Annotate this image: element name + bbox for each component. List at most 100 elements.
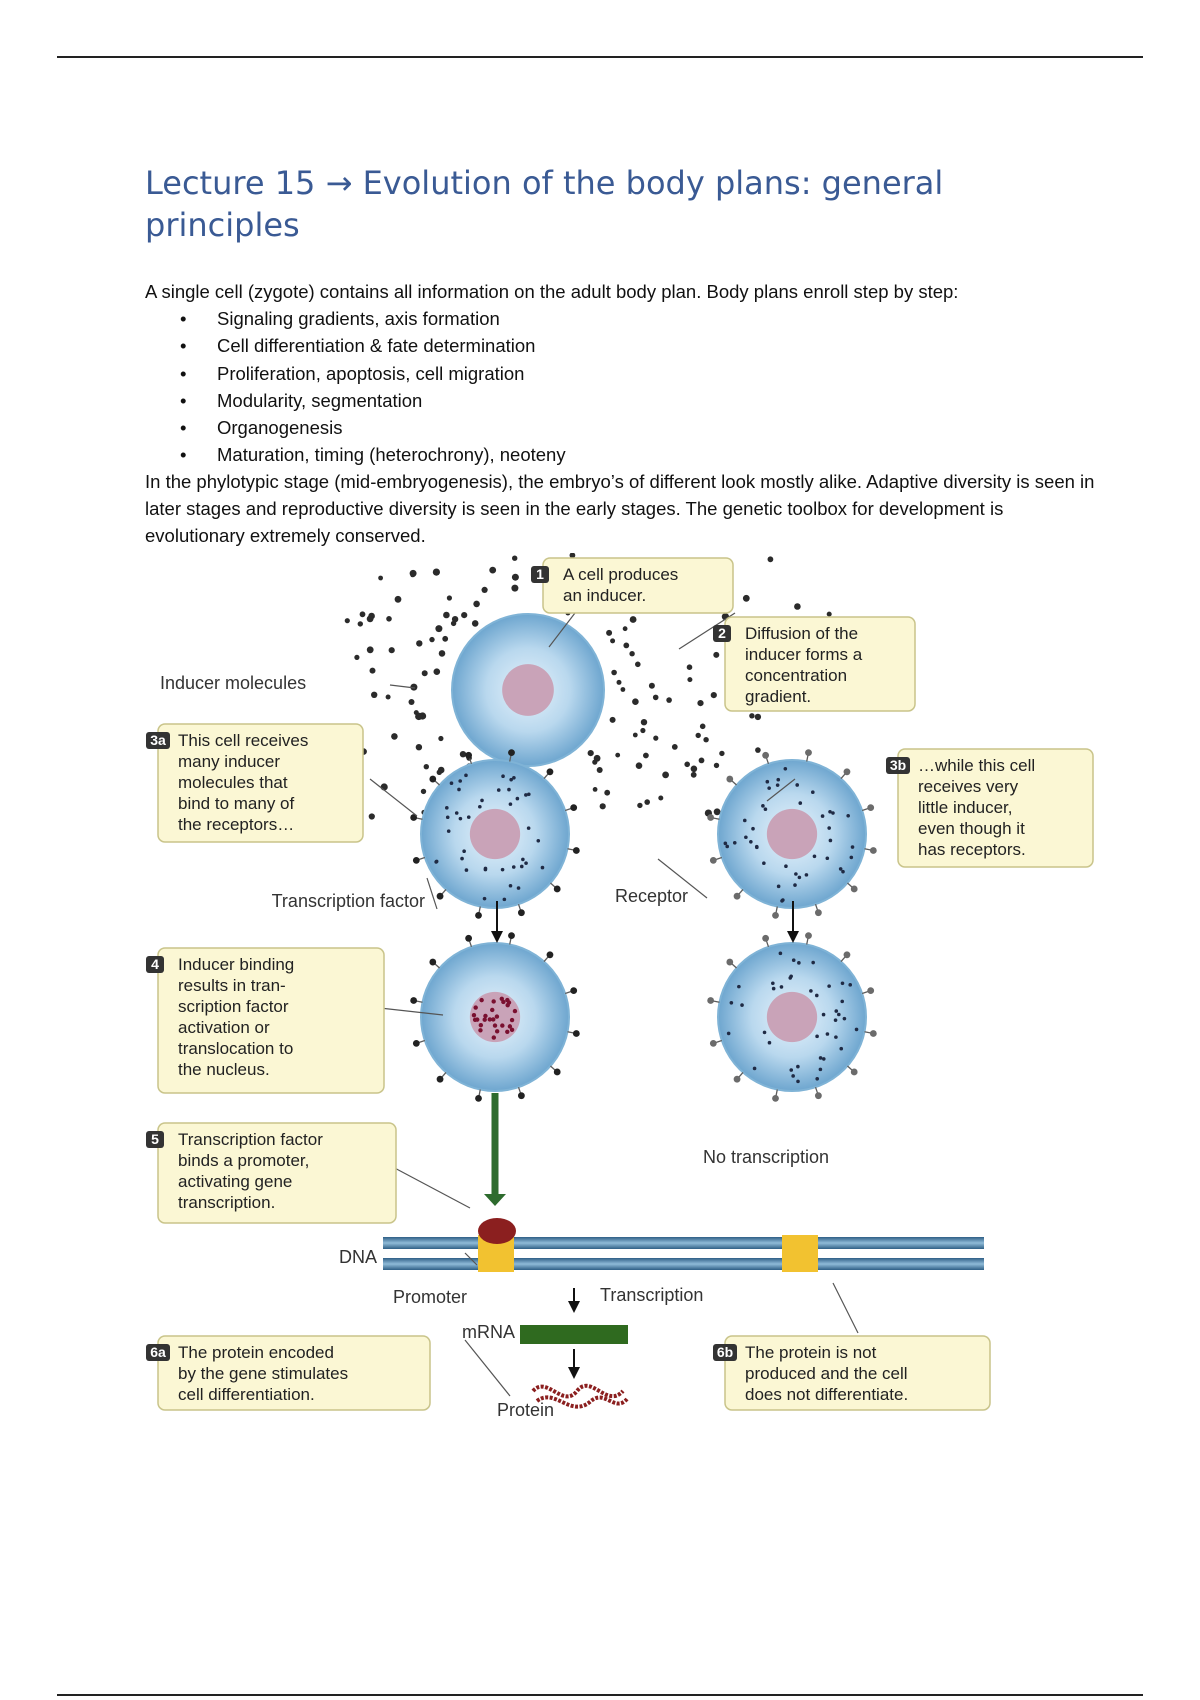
inducer-molecule: [443, 611, 450, 619]
leader-line: [766, 778, 796, 802]
transcription-factor-dot: [509, 1017, 515, 1023]
transcription-factor-dot: [519, 864, 524, 869]
transcription-factor-dot: [496, 788, 501, 792]
transcription-factor-dot: [490, 1007, 495, 1013]
inducer-molecule: [357, 621, 363, 627]
step-number: 6b: [717, 1344, 733, 1360]
transcription-factor-dot: [516, 886, 521, 890]
inducer-molecule: [410, 572, 416, 578]
step-number: 4: [151, 956, 159, 972]
cell-low-inducer: [707, 749, 877, 919]
transcription-factor-dot: [502, 897, 507, 902]
inducer-molecule: [623, 642, 630, 649]
callout-line: transcription.: [178, 1193, 275, 1212]
transcription-factor-dot: [850, 845, 855, 849]
transcription-factor-dot: [512, 775, 516, 780]
inducer-molecule: [635, 762, 643, 769]
transcription-factor-dot: [789, 1068, 794, 1072]
transcription-factor-dot: [478, 1022, 484, 1028]
callout-line: results in tran-: [178, 976, 286, 995]
callout-box: [157, 1122, 397, 1224]
receptor-head: [733, 1075, 741, 1083]
inducer-molecule: [385, 694, 391, 700]
inducer-molecule: [794, 603, 801, 610]
callout-line: translocation to: [178, 1039, 293, 1058]
transcription-factor-dot: [827, 984, 831, 988]
callout-box: [157, 947, 385, 1094]
inducer-molecule: [632, 698, 639, 705]
receptor-head: [436, 892, 444, 900]
transcription-factor-dot: [820, 814, 825, 818]
label-protein: Protein: [497, 1400, 554, 1420]
list-item: •Organogenesis: [145, 414, 566, 441]
receptor-head: [553, 885, 561, 893]
cells: [410, 613, 877, 1102]
callout-line: receives very: [918, 777, 1019, 796]
leader-line: [678, 612, 736, 650]
transcription-factor-dot: [793, 883, 797, 887]
receptor-head: [762, 751, 770, 759]
inducer-molecule: [432, 568, 440, 576]
receptor-head: [475, 1094, 482, 1102]
transcription-factor-dot: [752, 1066, 757, 1071]
transcription-factor-dot: [828, 810, 832, 814]
cell-tf-activated: [410, 932, 580, 1102]
inducer-molecule: [666, 697, 672, 703]
receptor-head: [772, 1094, 779, 1102]
step-number: 1: [536, 566, 544, 582]
receptor-head: [805, 932, 812, 940]
inducer-molecule: [344, 618, 350, 624]
inducer-molecule: [446, 595, 452, 601]
transcription-factor-dot: [491, 1035, 497, 1040]
receptor-head: [850, 885, 858, 893]
transcription-factor-dot: [501, 774, 505, 779]
inducer-molecule: [408, 699, 415, 705]
inducer-molecule: [391, 733, 398, 740]
step-badge: [146, 1344, 170, 1361]
leader-line: [832, 1282, 859, 1334]
transcription-factor-dot: [494, 1029, 500, 1034]
cell-tf-inactive: [707, 932, 877, 1102]
inducer-molecule: [386, 616, 392, 622]
transcription-factor-dot: [492, 1023, 498, 1028]
transcription-factor-dot: [811, 790, 815, 794]
callout-line: by the gene stimulates: [178, 1364, 348, 1383]
list-item: •Cell differentiation & fate determinati…: [145, 332, 566, 359]
transcription-factor-dot: [472, 1017, 478, 1022]
transcription-factor-dot: [505, 1003, 510, 1008]
receptor-head: [869, 847, 877, 854]
transcription-factor-dot: [812, 854, 817, 859]
callout-line: even though it: [918, 819, 1025, 838]
transcription-factor-dot: [776, 884, 781, 889]
transcription-factor-dot: [815, 1076, 820, 1081]
inducer-molecule: [684, 761, 690, 768]
cell-nucleus: [766, 808, 818, 860]
inducer-molecule: [459, 751, 467, 758]
header-rule: [57, 56, 1143, 58]
inducer-molecule: [629, 651, 635, 657]
inducer-molecule: [742, 594, 750, 602]
callout-box: [724, 1335, 991, 1411]
inducer-molecule: [652, 694, 659, 701]
inducer-molecule: [754, 713, 762, 721]
step-badge: [146, 732, 170, 749]
receptor-head: [869, 1030, 877, 1037]
bound-transcription-factor: [478, 1218, 516, 1244]
dna-strand: [719, 1258, 984, 1270]
step-number: 2: [718, 625, 726, 641]
callout-line: the receptors…: [178, 815, 294, 834]
body-plan-steps-list: •Signaling gradients, axis formation •Ce…: [145, 305, 566, 469]
inducer-molecule: [378, 575, 383, 581]
transcription-factor-dot: [505, 997, 510, 1003]
inducer-molecule: [826, 611, 832, 617]
transcription-factor-dot: [821, 1012, 826, 1017]
inducer-molecule: [366, 615, 374, 623]
inducer-molecule: [512, 555, 518, 561]
transcription-factor-dot: [726, 1031, 731, 1036]
inducer-molecule: [461, 612, 468, 619]
receptor-head: [572, 847, 580, 854]
callout-box: [897, 748, 1094, 868]
